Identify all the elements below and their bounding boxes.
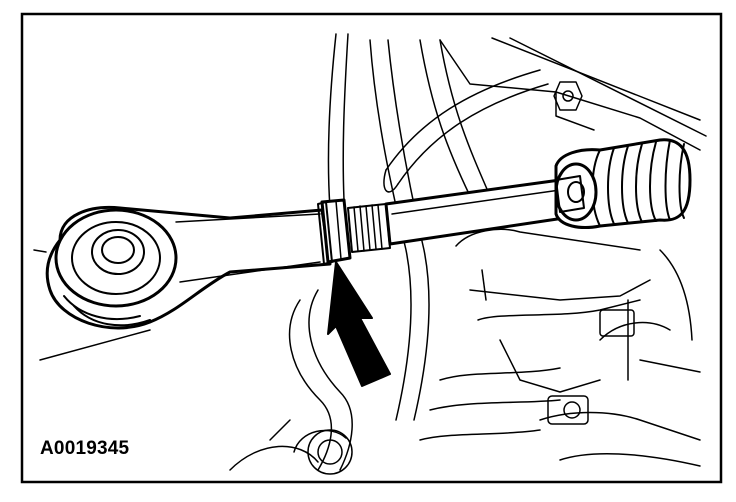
- figure-border: [20, 12, 723, 484]
- lower-components: [229, 289, 353, 475]
- figure-id-label: A0019345: [40, 438, 130, 459]
- indicator-arrow: [327, 261, 391, 387]
- rack-boot: [554, 138, 692, 229]
- tie-rod-end: [33, 205, 332, 361]
- vehicle-body-lines: [327, 33, 707, 467]
- threaded-rod: [347, 203, 391, 253]
- jam-nut: [317, 198, 352, 265]
